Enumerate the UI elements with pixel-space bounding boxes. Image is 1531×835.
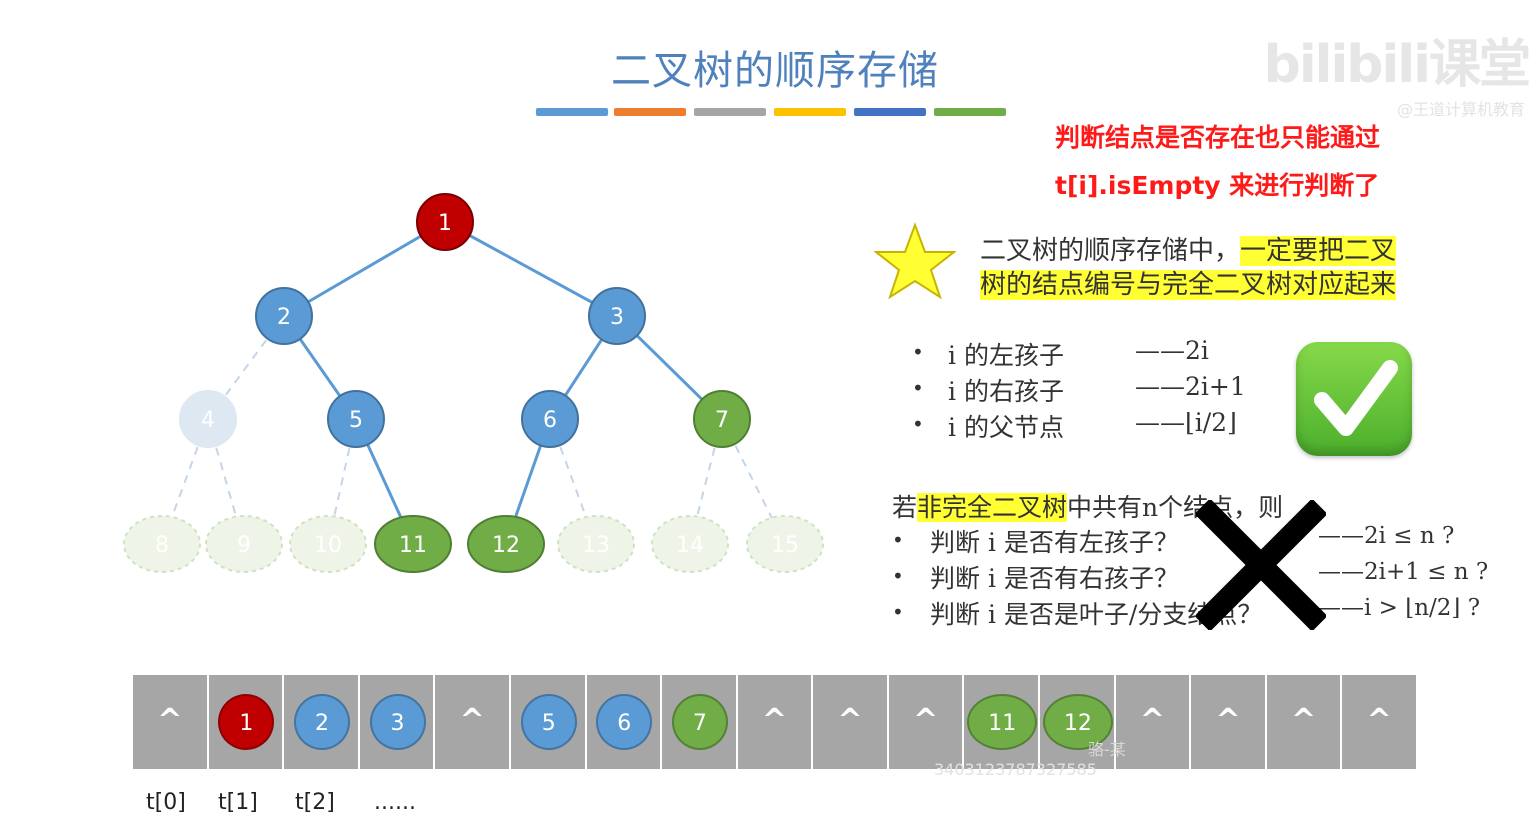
slide-title: 二叉树的顺序存储 [611, 48, 939, 94]
empty-slot-marker: ^ [837, 703, 863, 738]
index-label-t1: t[1] [218, 790, 258, 815]
array-cell-0: ^ [133, 675, 209, 769]
star-icon [874, 222, 956, 300]
rule-left-child-formula: ——2i [1135, 336, 1209, 365]
tree-node-1: 1 [416, 193, 474, 251]
red-note-line1: 判断结点是否存在也只能通过 [1055, 123, 1381, 152]
array-node-5: 5 [520, 694, 577, 750]
tree-node-13: 13 [557, 515, 635, 573]
tree-node-label: 1 [438, 211, 452, 236]
empty-slot-marker: ^ [913, 703, 939, 738]
array-cell-9: ^ [813, 675, 889, 769]
tree-node-3: 3 [588, 287, 646, 345]
array-cell-8: ^ [737, 675, 814, 769]
noncomplete-leaf-formula: ——i > ⌊n/2⌋ ? [1318, 595, 1481, 621]
empty-slot-marker: ^ [1291, 703, 1317, 738]
tree-node-label: 2 [277, 305, 291, 330]
empty-slot-marker: ^ [1139, 703, 1165, 738]
tree-node-6: 6 [521, 390, 579, 448]
index-label-t0: t[0] [146, 790, 186, 815]
empty-slot-marker: ^ [1366, 703, 1392, 738]
rule-right-child-label: i 的右孩子 [948, 377, 1064, 406]
bilibili-watermark: bilibili课堂 [1263, 35, 1531, 95]
tree-node-label: 9 [237, 533, 251, 558]
tree-node-label: 3 [610, 305, 624, 330]
tree-node-15: 15 [746, 515, 824, 573]
tree-node-label: 13 [582, 533, 610, 558]
array-cell-10: ^ [888, 675, 965, 769]
tree-node-7: 7 [693, 390, 751, 448]
array-cell-5: 5 [510, 675, 587, 769]
empty-slot-marker: ^ [459, 703, 485, 738]
noncomplete-heading: 若非完全二叉树中共有n个结点，则 [892, 493, 1284, 522]
array-node-6: 6 [596, 694, 653, 750]
noncomplete-left-child-formula: ——2i ≤ n ? [1318, 523, 1455, 549]
tree-node-12: 12 [467, 515, 545, 573]
rule-parent-label: i 的父节点 [948, 413, 1064, 442]
star-note-line2: 树的结点编号与完全二叉树对应起来 [980, 264, 1397, 301]
uploader-id-watermark: 3403123787327585 [934, 760, 1097, 779]
tree-edge-1-2 [283, 220, 446, 318]
array-cell-15: ^ [1266, 675, 1343, 769]
noncomplete-left-child-label: 判断 i 是否有左孩子？ [930, 528, 1179, 557]
tree-node-label: 6 [543, 408, 557, 433]
tree-node-8: 8 [123, 515, 201, 573]
rule-parent-formula: ——⌊i/2⌋ [1135, 408, 1237, 437]
array-node-12: 12 [1042, 694, 1113, 750]
empty-slot-marker: ^ [761, 703, 788, 738]
uploader-watermark: 骆-某 [1088, 740, 1126, 759]
star-note-highlight-2: 树的结点编号与完全二叉树对应起来 [980, 270, 1397, 300]
array-node-11: 11 [967, 694, 1038, 750]
array-cell-11: 11 [964, 675, 1041, 769]
tree-node-11: 11 [374, 515, 452, 573]
tree-edge-1-3 [444, 220, 618, 318]
tree-node-label: 12 [492, 533, 520, 558]
array-cell-7: 7 [662, 675, 738, 769]
tree-node-2: 2 [255, 287, 313, 345]
rule-left-child-label: i 的左孩子 [948, 341, 1064, 370]
tree-node-label: 7 [715, 408, 729, 433]
array-cell-12: 12 [1040, 675, 1116, 769]
array-cell-1: 1 [208, 675, 285, 769]
tree-node-label: 15 [771, 533, 799, 558]
index-label-t2: t[2] [295, 790, 335, 815]
array-node-1: 1 [218, 694, 275, 750]
tree-node-label: 10 [314, 533, 342, 558]
array-node-3: 3 [369, 694, 426, 750]
watermark-subtitle: @王道计算机教育 [1396, 100, 1525, 119]
tree-node-label: 8 [155, 533, 169, 558]
star-note-line1: 二叉树的顺序存储中，一定要把二叉 [980, 230, 1397, 267]
array-node-2: 2 [293, 694, 350, 750]
star-note-pre: 二叉树的顺序存储中， [980, 236, 1241, 266]
tree-node-label: 5 [349, 408, 363, 433]
star-note-highlight-1: 一定要把二叉 [1240, 236, 1397, 266]
tree-node-label: 14 [676, 533, 704, 558]
index-label-ellipsis: ...... [374, 790, 416, 815]
tree-node-label: 4 [201, 408, 215, 433]
empty-slot-marker: ^ [157, 703, 183, 738]
array-cell-6: 6 [586, 675, 663, 769]
array-cell-13: ^ [1115, 675, 1192, 769]
check-mark-icon [1296, 342, 1412, 456]
array-cell-2: 2 [284, 675, 360, 769]
tree-node-10: 10 [289, 515, 367, 573]
array-cell-4: ^ [435, 675, 511, 769]
array-cell-14: ^ [1191, 675, 1267, 769]
array-cell-3: 3 [359, 675, 436, 769]
tree-node-14: 14 [651, 515, 729, 573]
empty-slot-marker: ^ [1215, 703, 1241, 738]
rule-right-child-formula: ——2i+1 [1135, 372, 1246, 401]
tree-node-4: 4 [179, 390, 237, 448]
array-node-7: 7 [671, 694, 728, 750]
tree-node-label: 11 [399, 533, 427, 558]
red-note-line2: t[i].isEmpty 来进行判断了 [1055, 171, 1380, 200]
noncomplete-right-child-formula: ——2i+1 ≤ n ? [1318, 559, 1489, 585]
cross-mark-icon [1196, 500, 1326, 630]
tree-node-9: 9 [205, 515, 283, 573]
tree-node-5: 5 [327, 390, 385, 448]
array-cell-16: ^ [1342, 675, 1418, 769]
noncomplete-right-child-label: 判断 i 是否有右孩子？ [930, 564, 1179, 593]
